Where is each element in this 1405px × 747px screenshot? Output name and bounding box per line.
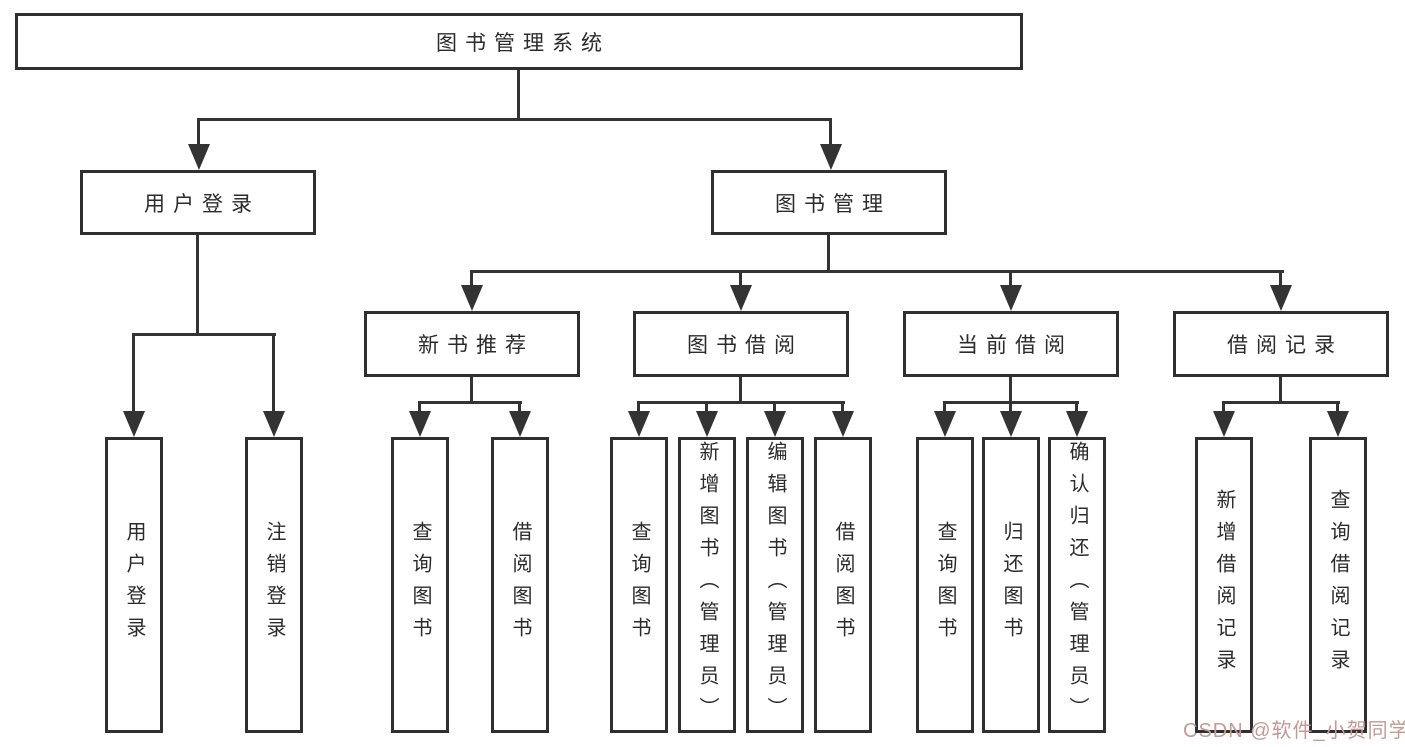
- arrowhead-leaf: [1327, 411, 1349, 437]
- leaf-label: 归还图书: [1000, 521, 1022, 649]
- connector-leaf-drop: [773, 401, 776, 413]
- connector-leaf-drop: [1222, 401, 1225, 413]
- connector-root-stem: [517, 70, 520, 120]
- leaf-borrow-books: 借阅图书: [814, 437, 872, 733]
- leaf-label: 查询图书: [934, 521, 956, 649]
- leaf-confirm-return-admin: 确认归还（管理员）: [1048, 437, 1106, 733]
- connector-current-stem: [1009, 377, 1012, 403]
- csdn-watermark: CSDN @软件_小贺同学: [1183, 720, 1405, 742]
- connector-book-mgmt-stem: [827, 235, 830, 272]
- node-user-login: 用户登录: [80, 170, 316, 235]
- leaf-label: 确认归还（管理员）: [1066, 441, 1088, 729]
- arrowhead-user-login: [188, 144, 210, 170]
- arrowhead-l3: [1270, 285, 1292, 311]
- connector-leaf-drop: [943, 401, 946, 413]
- leaf-label: 查询图书: [628, 521, 650, 649]
- arrowhead-leaf: [409, 411, 431, 437]
- connector-user-login-drop: [197, 118, 200, 146]
- leaf-label: 注销登录: [263, 521, 285, 649]
- arrowhead-leaf: [696, 411, 718, 437]
- connector-book-mgmt-drop: [829, 118, 832, 146]
- node-book-management: 图书管理: [711, 170, 947, 235]
- connector-leaf-drop: [518, 401, 521, 413]
- leaf-user-login: 用户登录: [105, 437, 163, 733]
- node-new-book-recommend: 新书推荐: [364, 311, 580, 377]
- arrowhead-leaf: [509, 411, 531, 437]
- connector-book-mgmt-rail: [471, 270, 1284, 273]
- leaf-label: 借阅图书: [832, 521, 854, 649]
- connector-l3-drop: [1279, 270, 1282, 287]
- arrowhead-leaf: [764, 411, 786, 437]
- leaf-label: 新增借阅记录: [1213, 489, 1235, 681]
- connector-leaf-drop: [132, 333, 135, 413]
- node-borrowing-records: 借阅记录: [1173, 311, 1389, 377]
- connector-leaf-drop: [1009, 401, 1012, 413]
- leaf-label: 编辑图书（管理员）: [764, 441, 786, 729]
- connector-user-login-stem: [196, 235, 199, 335]
- leaf-borrow-books-recommend: 借阅图书: [491, 437, 549, 733]
- connector-records-stem: [1279, 377, 1282, 403]
- arrowhead-leaf: [832, 411, 854, 437]
- arrowhead-leaf: [1000, 411, 1022, 437]
- leaf-edit-book-admin: 编辑图书（管理员）: [746, 437, 804, 733]
- connector-newbook-rail: [419, 401, 522, 404]
- connector-user-login-rail: [132, 333, 276, 336]
- leaf-label: 借阅图书: [509, 521, 531, 649]
- arrowhead-leaf: [263, 411, 285, 437]
- connector-l3-drop: [1009, 270, 1012, 287]
- leaf-label: 查询借阅记录: [1327, 489, 1349, 681]
- leaf-label: 查询图书: [409, 521, 431, 649]
- leaf-add-book-admin: 新增图书（管理员）: [678, 437, 736, 733]
- connector-borrow-stem: [739, 377, 742, 403]
- connector-leaf-drop: [1336, 401, 1339, 413]
- connector-l3-drop: [470, 270, 473, 287]
- leaf-label: 新增图书（管理员）: [696, 441, 718, 729]
- leaf-add-borrow-record: 新增借阅记录: [1195, 437, 1253, 733]
- arrowhead-leaf: [1066, 411, 1088, 437]
- leaf-query-borrow-record: 查询借阅记录: [1309, 437, 1367, 733]
- leaf-query-books-borrow: 查询图书: [610, 437, 668, 733]
- connector-leaf-drop: [705, 401, 708, 413]
- node-library-management-system: 图书管理系统: [15, 13, 1023, 70]
- leaf-return-books: 归还图书: [982, 437, 1040, 733]
- arrowhead-book-mgmt: [820, 144, 842, 170]
- connector-borrow-rail: [638, 401, 845, 404]
- leaf-label: 用户登录: [123, 521, 145, 649]
- connector-leaf-drop: [841, 401, 844, 413]
- connector-leaf-drop: [272, 333, 275, 413]
- connector-root-rail: [197, 118, 832, 121]
- connector-leaf-drop: [418, 401, 421, 413]
- arrowhead-leaf: [1213, 411, 1235, 437]
- connector-records-rail: [1223, 401, 1340, 404]
- connector-newbook-stem: [470, 377, 473, 403]
- node-book-borrowing: 图书借阅: [633, 311, 849, 377]
- leaf-logout: 注销登录: [245, 437, 303, 733]
- connector-l3-drop: [739, 270, 742, 287]
- arrowhead-l3: [461, 285, 483, 311]
- leaf-query-books-recommend: 查询图书: [391, 437, 449, 733]
- connector-leaf-drop: [1075, 401, 1078, 413]
- arrowhead-leaf: [123, 411, 145, 437]
- arrowhead-l3: [1000, 285, 1022, 311]
- connector-leaf-drop: [637, 401, 640, 413]
- leaf-query-books-current: 查询图书: [916, 437, 974, 733]
- arrowhead-l3: [730, 285, 752, 311]
- arrowhead-leaf: [934, 411, 956, 437]
- node-current-borrowing: 当前借阅: [903, 311, 1119, 377]
- arrowhead-leaf: [628, 411, 650, 437]
